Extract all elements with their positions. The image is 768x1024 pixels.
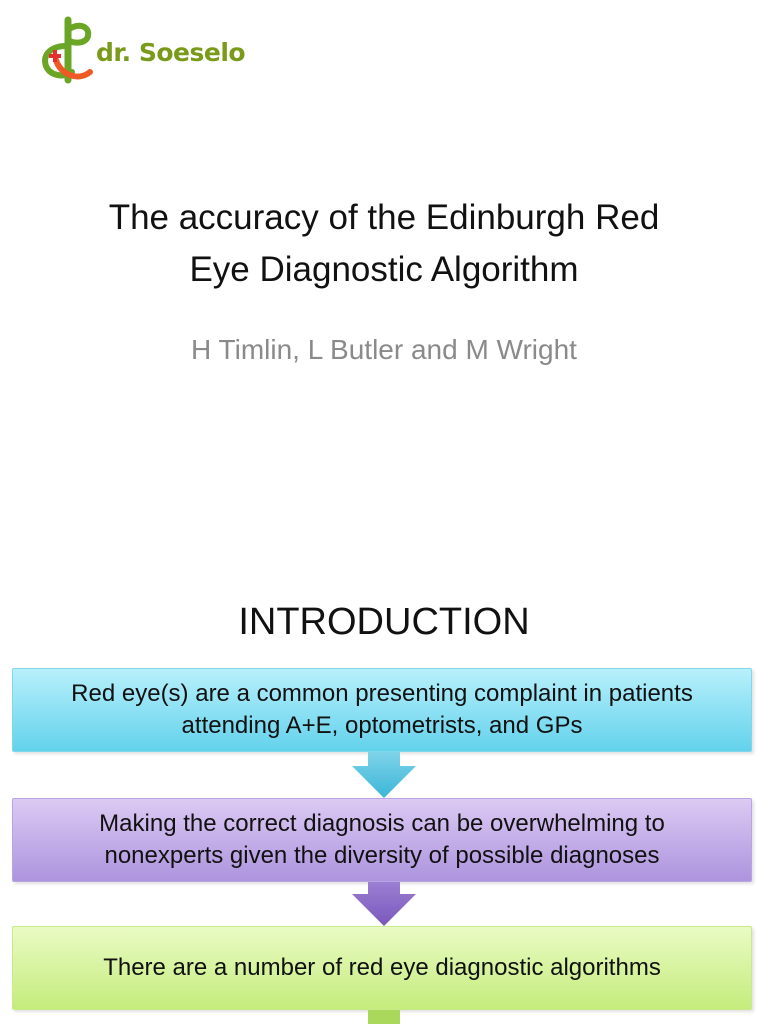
flow-box-3: There are a number of red eye diagnostic… bbox=[12, 926, 752, 1010]
brand-logo: dr. Soeselo bbox=[38, 16, 246, 86]
flow-box-3-line-1: There are a number of red eye diagnostic… bbox=[103, 954, 661, 981]
down-arrow-icon bbox=[368, 1010, 400, 1024]
brand-name: dr. Soeselo bbox=[96, 38, 246, 67]
flow-box-2-line-1: Making the correct diagnosis can be over… bbox=[99, 810, 665, 837]
down-arrow-icon bbox=[352, 752, 416, 798]
flow-box-2-line-2: nonexperts given the diversity of possib… bbox=[104, 842, 660, 869]
flow-box-1-line-2: attending A+E, optometrists, and GPs bbox=[181, 712, 583, 739]
flow-box-2: Making the correct diagnosis can be over… bbox=[12, 798, 752, 882]
section-heading: INTRODUCTION bbox=[238, 601, 530, 643]
flow-box-1-line-1: Red eye(s) are a common presenting compl… bbox=[71, 680, 693, 707]
down-arrow-icon bbox=[352, 882, 416, 926]
authors-line: H Timlin, L Butler and M Wright bbox=[191, 334, 577, 365]
title-line-2: Eye Diagnostic Algorithm bbox=[189, 250, 579, 289]
flow-box-1: Red eye(s) are a common presenting compl… bbox=[12, 668, 752, 752]
caduceus-cross-logo-icon bbox=[42, 16, 93, 84]
slide-title: The accuracy of the Edinburgh Red Eye Di… bbox=[0, 192, 768, 296]
title-line-1: The accuracy of the Edinburgh Red bbox=[108, 198, 660, 237]
